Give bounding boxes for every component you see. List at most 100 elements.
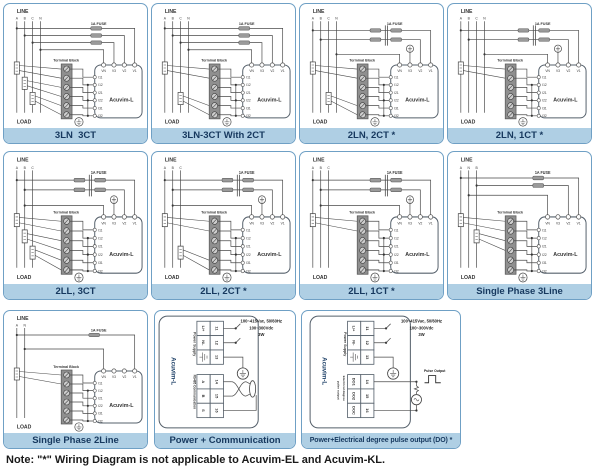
terminal-block-label: Terminal Block	[497, 210, 524, 214]
screw-terminal-icon	[240, 106, 245, 111]
current-terminal-label: I22	[98, 404, 103, 408]
current-terminal-label: I22	[246, 253, 251, 257]
screw-terminal-icon	[536, 244, 541, 249]
terminal-number: 11	[365, 326, 370, 331]
current-terminal-label: I31	[394, 261, 399, 265]
current-transformer-icon	[13, 367, 20, 381]
screw-terminal-icon	[388, 106, 393, 111]
screw-terminal-icon	[132, 214, 138, 220]
screw-terminal-icon	[259, 214, 265, 220]
voltage-terminal-label: V1	[281, 69, 285, 73]
screw-terminal-icon	[92, 419, 97, 423]
phase-label: N	[335, 17, 338, 21]
terminal-label: S	[201, 409, 206, 412]
current-transformer-icon	[21, 229, 28, 244]
rating-line-3: 3W	[418, 332, 424, 337]
fuse-icon	[369, 37, 382, 42]
current-terminal-label: I31	[394, 106, 399, 110]
current-transformer-icon	[177, 245, 184, 260]
voltage-terminal-label: VN	[101, 221, 106, 225]
screw-terminal-icon	[92, 227, 97, 232]
fuse-icon	[90, 26, 102, 31]
terminal-number: 16	[365, 408, 370, 412]
terminal-number: 14	[365, 380, 370, 385]
screw-terminal-icon	[536, 82, 541, 87]
terminal-label: L/+	[352, 326, 357, 332]
fuse-label: 1A FUSE	[91, 22, 107, 26]
line-label: LINE	[17, 9, 29, 15]
panel-title: 2LN, 1CT *	[448, 128, 591, 143]
screw-terminal-icon	[240, 113, 245, 118]
screw-terminal-icon	[536, 268, 541, 274]
screw-terminal-icon	[240, 244, 245, 249]
current-terminal-label: I11	[394, 75, 398, 79]
screw-terminal-icon	[388, 82, 393, 87]
line-label: LINE	[165, 9, 177, 15]
screw-terminal-icon	[536, 252, 541, 257]
comm-terminal-strip: A 14 B 15 S 16	[196, 374, 224, 419]
screw-terminal-icon	[92, 411, 97, 416]
phase-label: B	[320, 17, 323, 21]
terminal-block-label: Terminal Block	[53, 59, 80, 63]
power-supply-label: Power Supply	[343, 332, 347, 357]
screw-terminal-icon	[92, 403, 97, 408]
device-label: Acuvim-L	[257, 98, 282, 104]
screw-terminal-icon	[576, 62, 582, 68]
screw-terminal-icon	[240, 98, 245, 103]
terminal-number: 15	[365, 394, 370, 399]
power-terminal-strip: L/+ 11 N/- 12 13	[196, 320, 224, 365]
phase-label: A	[312, 17, 315, 21]
voltage-terminal-label: V2	[122, 69, 126, 73]
voltage-terminal-label: V3	[260, 221, 264, 225]
screw-terminal-icon	[407, 214, 413, 220]
fuse-icon	[369, 28, 382, 33]
screw-terminal-icon	[111, 214, 117, 220]
device-label: Acuvim-L	[109, 252, 134, 258]
current-terminal-label: I32	[98, 419, 103, 423]
screw-terminal-icon	[240, 75, 245, 80]
screw-terminal-icon	[536, 227, 541, 232]
current-terminal-label: I11	[98, 381, 102, 385]
screw-terminal-icon	[388, 260, 393, 265]
voltage-terminal-label: V1	[429, 221, 433, 225]
voltage-terminal-label: VN	[397, 69, 402, 73]
panel-power-communication: Acuvim-L Power Supply RS485 Communicatio…	[154, 310, 296, 449]
voltage-terminal-label: V1	[133, 375, 137, 379]
screw-terminal-icon	[388, 268, 393, 274]
line-label: LINE	[461, 9, 473, 15]
fuse-icon	[90, 33, 102, 38]
shield-wire	[223, 395, 257, 411]
device-outline	[158, 315, 259, 429]
phase-label: C	[327, 166, 330, 170]
fuse-icon	[369, 187, 382, 192]
screw-terminal-icon	[132, 368, 138, 374]
current-terminal-label: I11	[98, 228, 102, 232]
current-terminal-label: I32	[542, 114, 547, 118]
fuse-icon	[238, 40, 250, 45]
current-terminal-label: I12	[246, 83, 251, 87]
current-terminal-label: I22	[98, 253, 103, 257]
fuse-label: 1A FUSE	[91, 328, 107, 332]
current-transformer-icon	[177, 92, 184, 105]
phase-label: N	[39, 17, 42, 21]
screw-terminal-icon	[240, 260, 245, 265]
current-terminal-label: I21	[542, 245, 547, 249]
screw-terminal-icon	[101, 368, 107, 374]
fuse-icon	[242, 187, 254, 192]
power-terminal-strip: L/+ 11 N/- 12 13	[347, 320, 375, 365]
terminal-block-label: Terminal Block	[497, 59, 524, 63]
pulse-waveform-icon	[424, 375, 441, 384]
fuse-icon	[532, 175, 544, 181]
voltage-terminal-label: V3	[260, 69, 264, 73]
load-label: LOAD	[461, 119, 476, 125]
current-terminal-label: I21	[542, 91, 547, 95]
panel-title: 2LL, 1CT *	[300, 284, 443, 299]
phase-label: C	[475, 17, 478, 21]
current-transformer-icon	[457, 213, 464, 228]
